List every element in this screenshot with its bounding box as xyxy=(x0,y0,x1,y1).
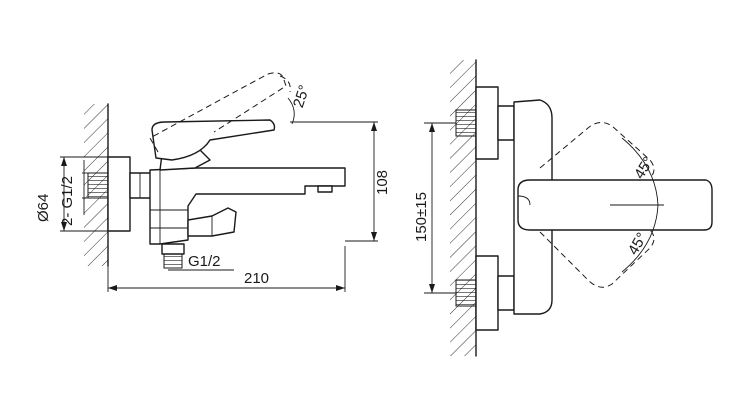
dim-2g: 2- G1/2 xyxy=(59,160,90,226)
lever-handle xyxy=(151,119,276,161)
lower-escutcheon xyxy=(475,255,499,331)
angle-label-25: 25° xyxy=(290,83,313,110)
side-view: 25° 108 Ø64 2- G1/2 xyxy=(35,72,391,292)
dim-dia-64: Ø64 xyxy=(35,156,108,232)
dim-label-dia-64: Ø64 xyxy=(35,194,52,222)
side-thread xyxy=(87,172,109,199)
front-wall xyxy=(450,59,477,357)
angle-label-45-top: 45° xyxy=(631,154,657,182)
dim-108: 108 xyxy=(290,121,391,242)
lower-outlet xyxy=(161,243,185,255)
handle-ghost-up xyxy=(539,122,655,179)
dim-210: 210 xyxy=(107,246,346,292)
spout-tip xyxy=(317,185,333,193)
dim-outlet-g: G1/2 xyxy=(168,253,234,271)
handle-raised-ghost xyxy=(149,72,287,153)
side-escutcheon xyxy=(107,156,131,232)
outlet-label-g: G1/2 xyxy=(188,253,221,270)
lower-thread xyxy=(455,279,477,307)
front-view: 45° 45° 150±15 xyxy=(413,59,713,357)
handle-ghost-down xyxy=(539,229,655,288)
dim-label-108: 108 xyxy=(374,170,391,195)
dim-150: 150±15 xyxy=(413,122,456,294)
side-connector xyxy=(129,172,153,199)
upper-thread xyxy=(455,109,477,137)
angle-label-45-bottom: 45° xyxy=(625,230,651,258)
side-body xyxy=(149,167,346,245)
dim-label-210: 210 xyxy=(244,270,269,287)
conn-label-2g: 2- G1/2 xyxy=(59,176,76,226)
angle-arc-bottom xyxy=(621,204,659,273)
angle-arc-top xyxy=(621,137,659,206)
dim-label-150: 150±15 xyxy=(413,192,430,242)
upper-escutcheon xyxy=(475,86,499,160)
